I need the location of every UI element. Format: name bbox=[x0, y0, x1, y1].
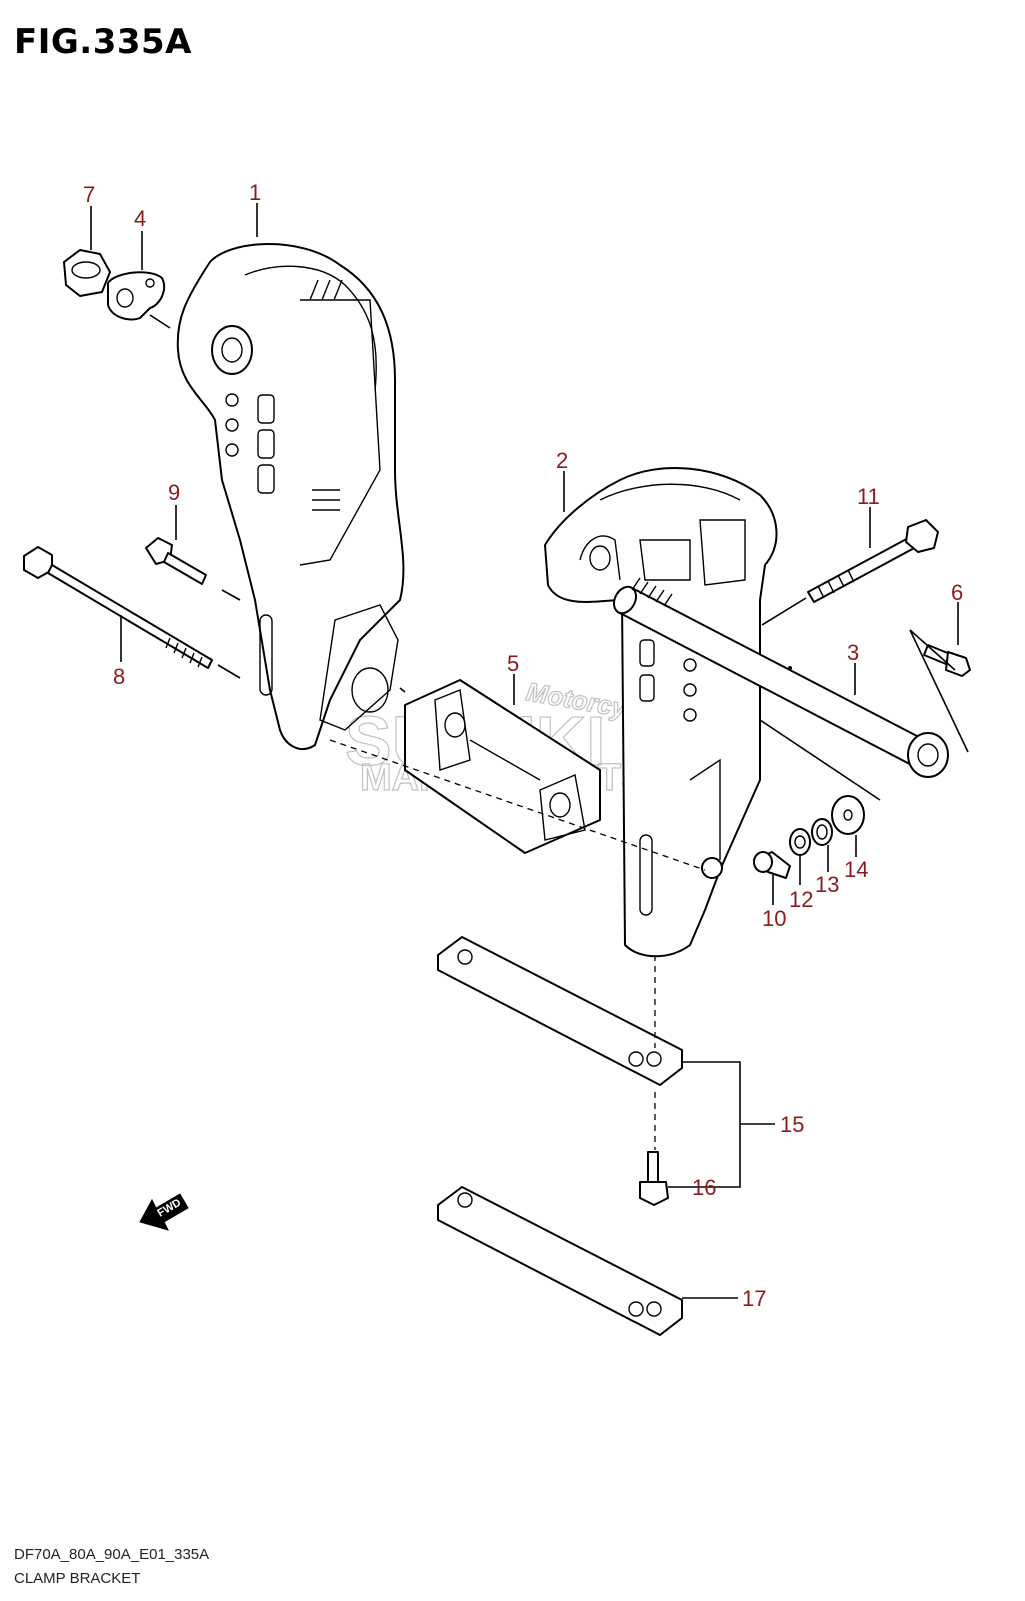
part-1-clamp-bracket-left bbox=[176, 243, 405, 750]
part-5-spacer-block bbox=[404, 679, 601, 854]
figure-title: FIG.335A bbox=[14, 22, 192, 62]
callout-14: 14 bbox=[844, 857, 868, 882]
callout-2: 2 bbox=[556, 448, 568, 473]
part-6-bolt bbox=[923, 644, 971, 677]
callout-labels: 1 2 3 4 5 6 7 8 9 10 11 12 13 14 15 16 1… bbox=[83, 180, 963, 1311]
callout-7: 7 bbox=[83, 182, 95, 207]
part-9-bolt bbox=[145, 537, 207, 585]
callout-16: 16 bbox=[692, 1175, 716, 1200]
callout-6: 6 bbox=[951, 580, 963, 605]
callout-10: 10 bbox=[762, 906, 786, 931]
assembly-lines bbox=[149, 314, 969, 1150]
part-8-long-bolt bbox=[23, 546, 213, 669]
part-4-plate bbox=[107, 271, 166, 321]
callout-17: 17 bbox=[742, 1286, 766, 1311]
model-code: DF70A_80A_90A_E01_335A bbox=[14, 1546, 210, 1563]
part-10-collar bbox=[753, 851, 791, 879]
fwd-arrow-icon: FWD bbox=[139, 1193, 189, 1231]
callout-3: 3 bbox=[847, 640, 859, 665]
callout-leaders bbox=[90, 203, 959, 1299]
part-15-plate bbox=[437, 936, 683, 1086]
callout-5: 5 bbox=[507, 651, 519, 676]
part-7-nut bbox=[63, 249, 111, 297]
callout-11: 11 bbox=[857, 484, 880, 509]
part-13-washer bbox=[811, 818, 833, 846]
callout-1: 1 bbox=[249, 180, 261, 205]
part-12-bush bbox=[789, 828, 811, 856]
diagram-name: CLAMP BRACKET bbox=[14, 1570, 141, 1587]
callout-15: 15 bbox=[780, 1112, 804, 1137]
part-16-bolt bbox=[639, 1151, 669, 1206]
callout-4: 4 bbox=[134, 206, 146, 231]
part-17-plate bbox=[437, 1186, 683, 1336]
part-14-washer bbox=[831, 795, 865, 835]
callout-12: 12 bbox=[789, 887, 813, 912]
callout-8: 8 bbox=[113, 664, 125, 689]
callout-9: 9 bbox=[168, 480, 180, 505]
callout-13: 13 bbox=[815, 872, 839, 897]
part-3-tilt-tube bbox=[612, 577, 949, 778]
part-11-bolt bbox=[807, 519, 939, 603]
